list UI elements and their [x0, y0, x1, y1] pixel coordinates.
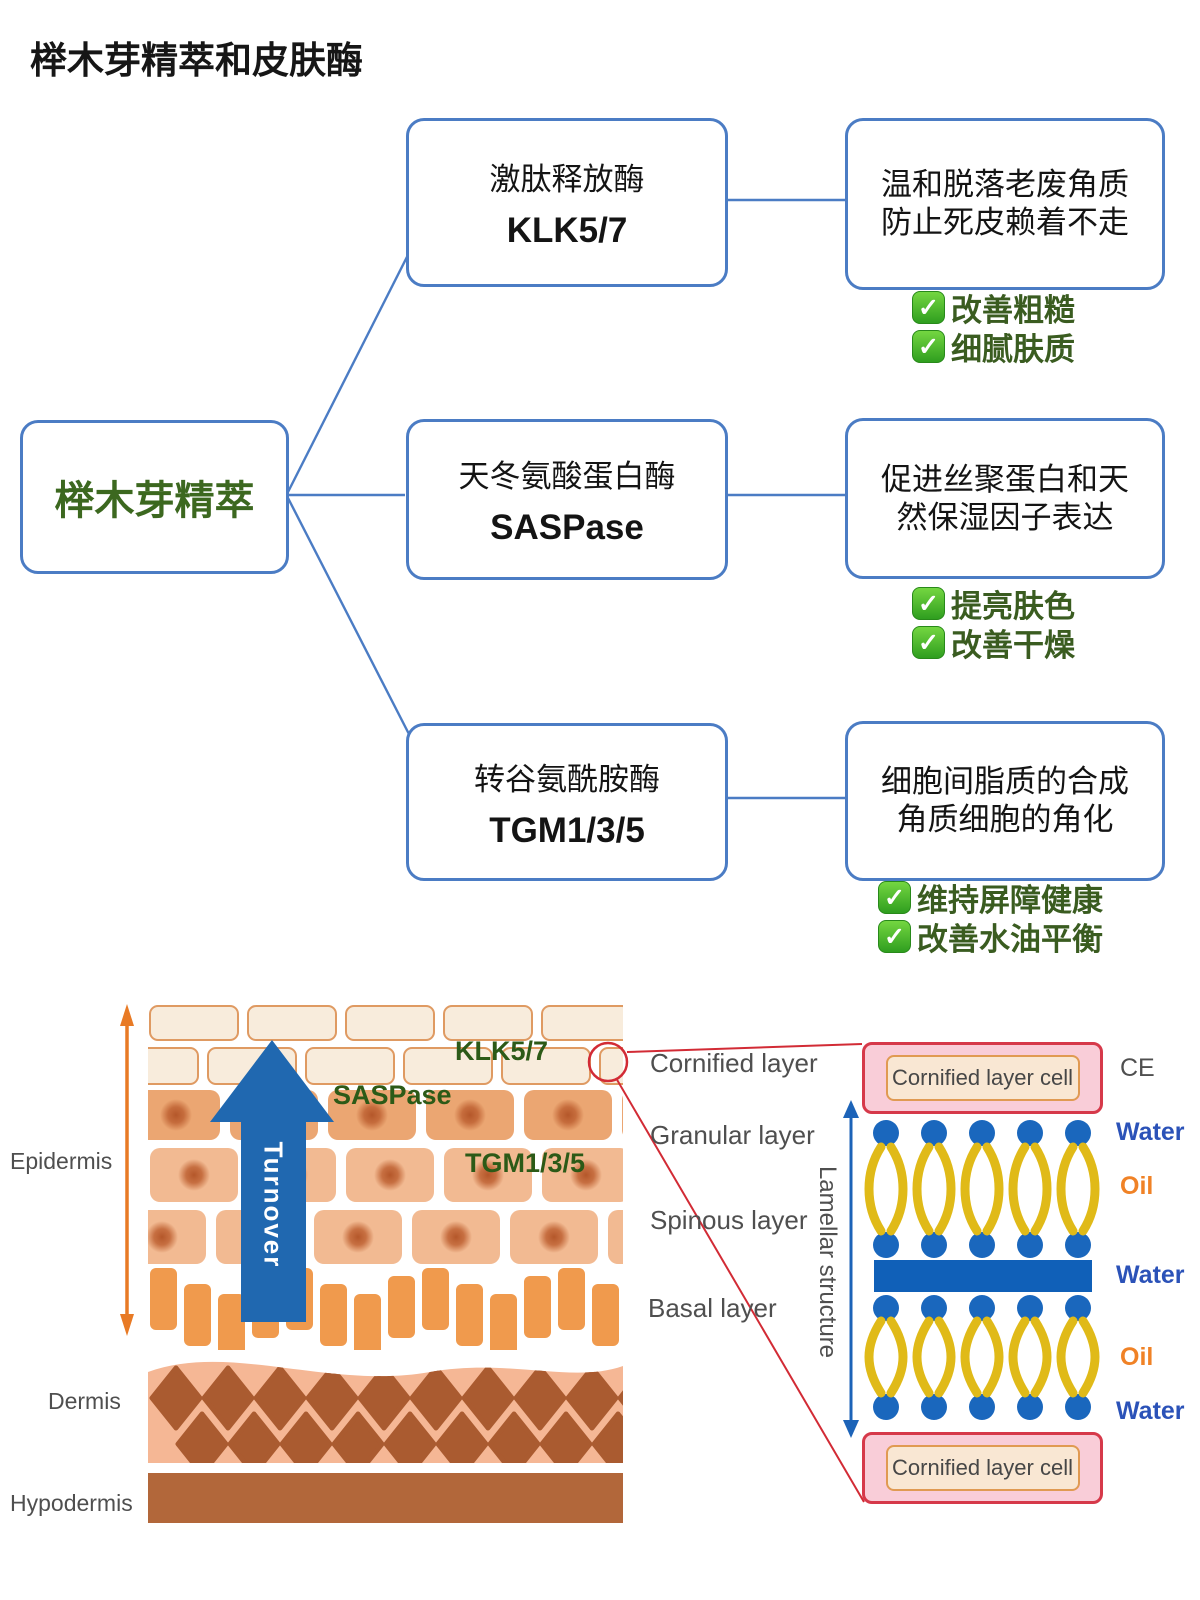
label-hypodermis: Hypodermis — [10, 1490, 133, 1516]
effect-box-tgm: 细胞间脂质的合成 角质细胞的角化 — [845, 721, 1165, 881]
label-basal-layer: Basal layer — [648, 1293, 777, 1323]
effect-line: 然保湿因子表达 — [896, 499, 1114, 535]
cornified-cell-label: Cornified layer cell — [885, 1055, 1080, 1101]
label-cornified-layer: Cornified layer — [650, 1048, 818, 1078]
turnover-arrow-label: Turnover — [258, 1141, 289, 1269]
benefit-list-tgm: ✓ 维持屏障健康 ✓ 改善水油平衡 — [878, 878, 1103, 957]
enzyme-code: KLK5/7 — [506, 211, 628, 250]
label-oil-1: Oil — [1120, 1172, 1154, 1200]
benefit-row: ✓ 改善粗糙 — [912, 288, 1075, 328]
benefit-row: ✓ 提亮肤色 — [912, 584, 1075, 624]
benefit-text: 细腻肤质 — [951, 332, 1075, 367]
benefit-text: 改善粗糙 — [951, 293, 1075, 328]
enzyme-box-tgm: 转谷氨酰胺酶 TGM1/3/5 — [406, 723, 728, 881]
benefit-list-saspase: ✓ 提亮肤色 ✓ 改善干燥 — [912, 584, 1075, 663]
label-oil-2: Oil — [1120, 1343, 1154, 1371]
benefit-row: ✓ 细腻肤质 — [912, 327, 1075, 367]
benefit-row: ✓ 维持屏障健康 — [878, 878, 1103, 918]
cornified-cell-label: Cornified layer cell — [885, 1445, 1080, 1491]
cornified-cell-box-top: Cornified layer cell — [862, 1042, 1103, 1114]
label-spinous-layer: Spinous layer — [650, 1205, 808, 1235]
check-icon: ✓ — [912, 291, 945, 324]
source-label: 榉木芽精萃 — [54, 478, 255, 523]
label-water-3: Water — [1116, 1397, 1185, 1425]
benefit-row: ✓ 改善水油平衡 — [878, 917, 1103, 957]
enzyme-code: TGM1/3/5 — [489, 810, 645, 850]
annotation-tgm: TGM1/3/5 — [465, 1148, 586, 1178]
label-water-2: Water — [1116, 1261, 1185, 1289]
effect-line: 促进丝聚蛋白和天 — [881, 461, 1129, 497]
benefit-text: 改善水油平衡 — [917, 922, 1103, 957]
effect-line: 角质细胞的角化 — [896, 802, 1114, 837]
effect-box-saspase: 促进丝聚蛋白和天 然保湿因子表达 — [845, 418, 1165, 579]
page-title: 榉木芽精萃和皮肤酶 — [30, 40, 363, 81]
check-icon: ✓ — [912, 330, 945, 363]
label-dermis: Dermis — [48, 1388, 121, 1414]
annotation-saspase: SASPase — [333, 1080, 452, 1110]
benefit-row: ✓ 改善干燥 — [912, 623, 1075, 663]
label-granular-layer: Granular layer — [650, 1120, 815, 1150]
lamellar-structure-label: Lamellar structure — [814, 1165, 841, 1359]
enzyme-name-cn: 转谷氨酰胺酶 — [474, 761, 660, 797]
enzyme-name-cn: 天冬氨酸蛋白酶 — [458, 459, 676, 494]
enzyme-box-klk: 激肽释放酶 KLK5/7 — [406, 118, 728, 287]
benefit-list-klk: ✓ 改善粗糙 ✓ 细腻肤质 — [912, 288, 1075, 367]
enzyme-name-cn: 激肽释放酶 — [489, 162, 645, 197]
enzyme-code: SASPase — [490, 508, 644, 547]
label-water-1: Water — [1116, 1118, 1185, 1146]
label-ce: CE — [1120, 1054, 1155, 1082]
effect-box-klk: 温和脱落老废角质 防止死皮赖着不走 — [845, 118, 1165, 290]
cornified-cell-box-bottom: Cornified layer cell — [862, 1432, 1103, 1504]
label-epidermis: Epidermis — [10, 1148, 113, 1174]
enzyme-box-saspase: 天冬氨酸蛋白酶 SASPase — [406, 419, 728, 580]
benefit-text: 提亮肤色 — [951, 589, 1075, 624]
check-icon: ✓ — [878, 920, 911, 953]
check-icon: ✓ — [878, 881, 911, 914]
check-icon: ✓ — [912, 587, 945, 620]
effect-line: 防止死皮赖着不走 — [881, 205, 1129, 240]
check-icon: ✓ — [912, 626, 945, 659]
source-box: 榉木芽精萃 — [20, 420, 289, 574]
annotation-klk: KLK5/7 — [455, 1036, 549, 1066]
benefit-text: 改善干燥 — [951, 628, 1075, 663]
effect-line: 温和脱落老废角质 — [881, 167, 1129, 203]
benefit-text: 维持屏障健康 — [917, 883, 1103, 918]
effect-line: 细胞间脂质的合成 — [881, 764, 1129, 800]
